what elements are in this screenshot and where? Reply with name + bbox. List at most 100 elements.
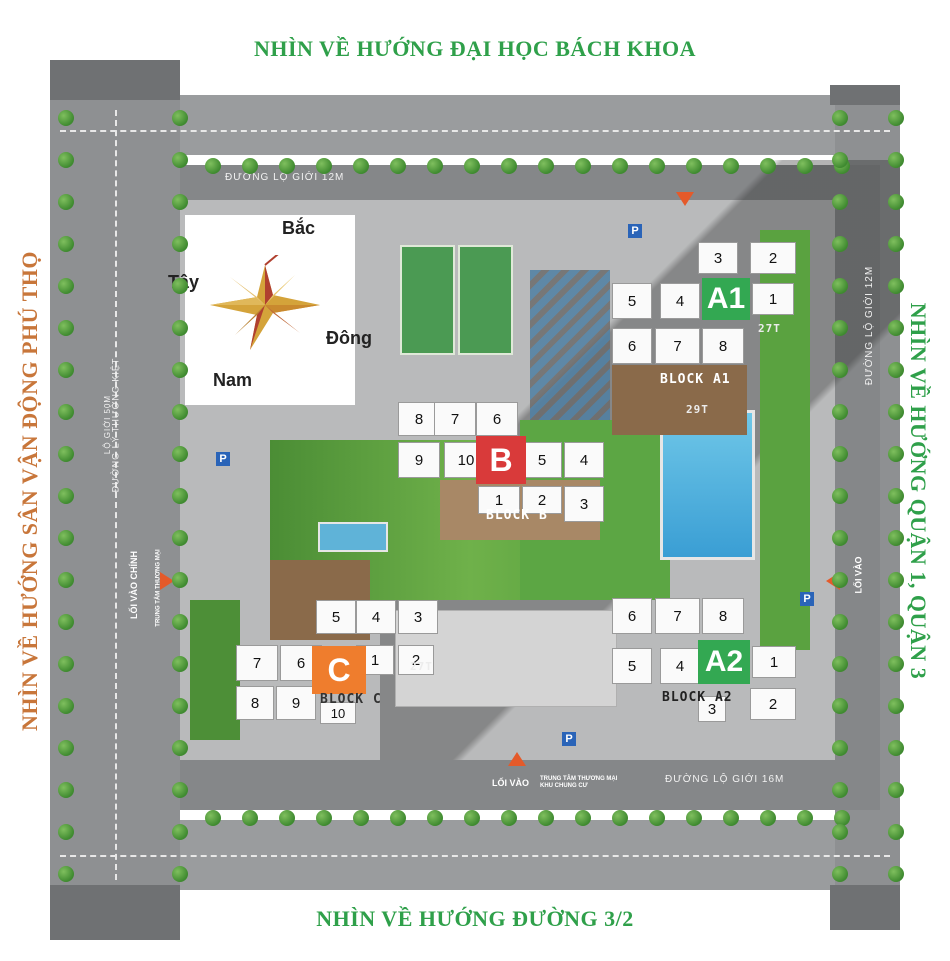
- entrance-right-label: LỐI VÀO: [853, 556, 864, 594]
- block-b-label: BLOCK B: [486, 508, 548, 523]
- tree-icon: [172, 320, 188, 336]
- tree-icon: [832, 782, 848, 798]
- tree-icon: [888, 866, 904, 882]
- tree-icon: [832, 278, 848, 294]
- tree-icon: [832, 194, 848, 210]
- tree-icon: [834, 810, 850, 826]
- parking-icon: P: [562, 732, 576, 746]
- tree-icon: [58, 614, 74, 630]
- tree-icon: [888, 362, 904, 378]
- tree-icon: [58, 740, 74, 756]
- block-c-badge: C: [312, 646, 366, 694]
- tree-icon: [760, 158, 776, 174]
- block-c-label: BLOCK C: [320, 692, 382, 707]
- unit-c-2: 2: [398, 645, 434, 675]
- tree-icon: [888, 278, 904, 294]
- road-extension-nw: [50, 60, 180, 100]
- tree-icon: [279, 810, 295, 826]
- pool-main: [660, 410, 755, 560]
- unit-c-3: 3: [398, 600, 438, 634]
- block-a2-badge: A2: [698, 640, 750, 684]
- tree-icon: [760, 810, 776, 826]
- tree-icon: [205, 810, 221, 826]
- unit-a1-2: 2: [750, 242, 796, 274]
- tree-icon: [390, 810, 406, 826]
- north-heading: NHÌN VỀ HƯỚNG ĐẠI HỌC BÁCH KHOA: [253, 36, 697, 61]
- tree-icon: [888, 530, 904, 546]
- road-label-left-sub: LỘ GIỚI 50M: [103, 394, 113, 455]
- lane-marking: [115, 110, 117, 880]
- tree-icon: [58, 782, 74, 798]
- inner-road-bottom: [180, 760, 880, 810]
- tree-icon: [888, 320, 904, 336]
- tree-icon: [832, 824, 848, 840]
- south-heading: NHÌN VỀ HƯỚNG ĐƯỜNG 3/2: [316, 906, 634, 931]
- tree-icon: [172, 614, 188, 630]
- unit-a2-2: 2: [750, 688, 796, 720]
- tree-icon: [172, 446, 188, 462]
- tree-icon: [58, 152, 74, 168]
- unit-c-7: 7: [236, 645, 278, 681]
- tree-icon: [242, 158, 258, 174]
- tree-icon: [58, 404, 74, 420]
- unit-c-4: 4: [356, 600, 396, 634]
- unit-b-9: 9: [398, 442, 440, 478]
- block-a1-floors: 29T: [686, 403, 709, 416]
- unit-a2-4: 4: [660, 648, 700, 684]
- tree-icon: [172, 740, 188, 756]
- tree-icon: [172, 656, 188, 672]
- entrance-arrow-left: [160, 572, 174, 590]
- tree-icon: [649, 810, 665, 826]
- tree-icon: [832, 152, 848, 168]
- unit-c-10: 10: [320, 702, 356, 724]
- tree-icon: [58, 320, 74, 336]
- entrance-arrow-bottom: [508, 752, 526, 766]
- tree-icon: [58, 488, 74, 504]
- unit-a1-6: 6: [612, 328, 652, 364]
- tree-icon: [172, 152, 188, 168]
- water-feature: [530, 270, 610, 420]
- tree-icon: [612, 810, 628, 826]
- unit-a2-3: 3: [698, 696, 726, 722]
- tree-icon: [172, 236, 188, 252]
- tree-icon: [686, 810, 702, 826]
- tree-icon: [832, 404, 848, 420]
- tree-icon: [427, 158, 443, 174]
- tree-icon: [888, 194, 904, 210]
- outer-road-north: [50, 95, 900, 155]
- tree-icon: [172, 488, 188, 504]
- entrance-bottom-sub: TRUNG TÂM THƯƠNG MẠI KHU CHUNG CƯ: [540, 776, 618, 789]
- tree-icon: [832, 866, 848, 882]
- tree-icon: [58, 698, 74, 714]
- tree-icon: [58, 866, 74, 882]
- tree-icon: [832, 362, 848, 378]
- tree-icon: [538, 158, 554, 174]
- tree-icon: [797, 158, 813, 174]
- unit-a2-7: 7: [655, 598, 700, 634]
- tree-icon: [888, 782, 904, 798]
- tree-icon: [888, 110, 904, 126]
- tree-icon: [58, 530, 74, 546]
- tennis-court: [458, 245, 513, 355]
- lane-marking: [60, 855, 890, 857]
- tree-icon: [888, 824, 904, 840]
- unit-a1-3: 3: [698, 242, 738, 274]
- road-extension-sw: [50, 885, 180, 940]
- tree-icon: [832, 320, 848, 336]
- tree-icon: [888, 446, 904, 462]
- block-a1-floors-top: 27T: [758, 322, 781, 335]
- unit-a2-1: 1: [752, 646, 796, 678]
- tree-icon: [316, 158, 332, 174]
- unit-a1-7: 7: [655, 328, 700, 364]
- block-a1-label: BLOCK A1: [660, 372, 731, 387]
- tree-icon: [888, 488, 904, 504]
- unit-b-8: 8: [398, 402, 440, 436]
- wood-deck: [612, 365, 747, 435]
- block-c-floors: 27T: [410, 660, 433, 673]
- tree-icon: [832, 530, 848, 546]
- tree-icon: [58, 446, 74, 462]
- tree-icon: [832, 488, 848, 504]
- compass-south-label: Nam: [213, 370, 253, 390]
- compass-rose: [210, 255, 320, 350]
- east-heading: NHÌN VỀ HƯỚNG QUẬN 1, QUẬN 3: [906, 302, 931, 680]
